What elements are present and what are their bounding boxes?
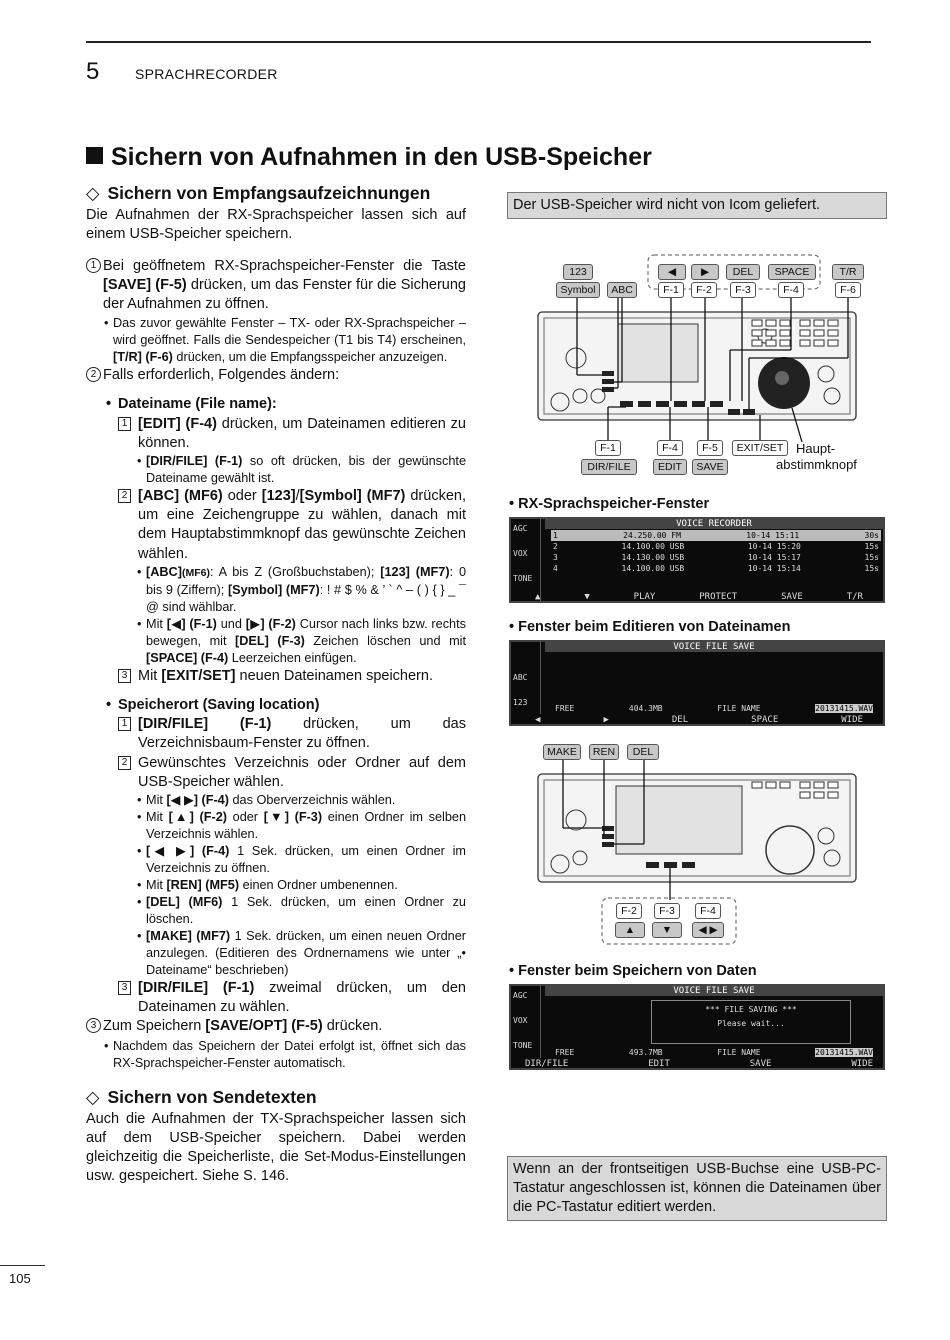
filename-step-1-note: [DIR/FILE] (F-1) so oft drücken, bis der…: [134, 453, 466, 487]
key-down-arrow: ▼: [652, 922, 682, 938]
saving-step-2-note-3: [◀ ▶] (F-4) 1 Sek. drücken, um einen Ord…: [134, 843, 466, 877]
radio-illustration: [537, 254, 857, 443]
key-f4-2: F-4: [695, 903, 721, 919]
key-left-arrow: ◀: [658, 264, 686, 280]
diamond-icon: ◇: [86, 183, 100, 203]
tx-text: Auch die Aufnahmen der TX-Sprachspeicher…: [86, 1110, 466, 1185]
saving-step-1: 1[DIR/FILE] (F-1) drücken, um das Verzei…: [86, 715, 466, 753]
rx-screen-caption: • RX-Sprachspeicher-Fenster: [509, 496, 710, 512]
key-left-right-arrow: ◀ ▶: [692, 922, 724, 938]
key-f3: F-3: [730, 282, 756, 298]
knob-label-1: Haupt-: [796, 441, 836, 456]
saving-step-2-note-1: Mit [◀ ▶] (F-4) das Oberverzeichnis wähl…: [134, 792, 466, 809]
filename-heading: Dateiname (File name):: [86, 395, 466, 414]
key-f4: F-4: [778, 282, 804, 298]
key-save: SAVE: [692, 459, 728, 475]
square-bullet-icon: [86, 147, 103, 164]
key-dir-file: DIR/FILE: [581, 459, 637, 475]
key-del: DEL: [726, 264, 760, 280]
saving-step-2-note-4: Mit [REN] (MF5) einen Ordner umbenennen.: [134, 877, 466, 894]
step-3-note: Nachdem das Speichern der Datei erfolgt …: [101, 1038, 466, 1072]
tx-subtitle: ◇Sichern von Sendetexten: [86, 1086, 317, 1107]
key-f6: F-6: [835, 282, 861, 298]
key-f3-2: F-3: [654, 903, 680, 919]
key-abc: ABC: [607, 282, 637, 298]
left-column: ◇Sichern von Empfangsaufzeichnungen Die …: [86, 183, 466, 1199]
knob-label-2: abstimmknopf: [776, 457, 857, 472]
key-right-arrow: ▶: [691, 264, 719, 280]
key-f1: F-1: [658, 282, 684, 298]
filename-step-2: 2[ABC] (MF6) oder [123]/[Symbol] (MF7) d…: [86, 487, 466, 564]
page-number-rule: [0, 1265, 45, 1266]
key-edit: EDIT: [653, 459, 687, 475]
key-123: 123: [563, 264, 593, 280]
key-tr: T/R: [832, 264, 864, 280]
key-ren: REN: [589, 744, 619, 760]
key-f2-2: F-2: [616, 903, 642, 919]
key-make: MAKE: [543, 744, 581, 760]
step-1: 1 Bei geöffnetem RX-Sprachspeicher-Fenst…: [86, 257, 466, 315]
filename-step-1: 1[EDIT] (F-4) drücken, um Dateinamen edi…: [86, 415, 466, 453]
saving-step-2-note-2: Mit [▲] (F-2) oder [▼] (F-3) einen Ordne…: [134, 809, 466, 843]
filename-step-2-note-2: Mit [◀] (F-1) und [▶] (F-2) Cursor nach …: [134, 616, 466, 667]
key-f2: F-2: [691, 282, 717, 298]
rx-subtitle: ◇Sichern von Empfangsaufzeichnungen: [86, 183, 431, 203]
header-rule: [86, 41, 871, 43]
diamond-icon: ◇: [86, 1086, 100, 1107]
save-screen-caption: • Fenster beim Speichern von Daten: [509, 963, 757, 979]
rx-intro: Die Aufnahmen der RX-Sprachspeicher lass…: [86, 207, 466, 243]
key-space: SPACE: [768, 264, 816, 280]
chapter-title: SPRACHRECORDER: [135, 66, 278, 82]
key-del-2: DEL: [627, 744, 659, 760]
note-top: Der USB-Speicher wird nicht von Icom gel…: [507, 192, 887, 219]
key-exit-set: EXIT/SET: [732, 440, 788, 456]
saving-location-heading: Speicherort (Saving location): [86, 696, 466, 715]
section-title: Sichern von Aufnahmen in den USB-Speiche…: [86, 143, 652, 172]
saving-step-2-note-6: [MAKE] (MF7) 1 Sek. drücken, um einen ne…: [134, 928, 466, 979]
key-f1-bottom: F-1: [595, 440, 621, 456]
key-f5-bottom: F-5: [697, 440, 723, 456]
step-1-note: Das zuvor gewählte Fenster – TX- oder RX…: [101, 315, 466, 366]
radio-illustration-2: [537, 760, 857, 945]
note-bottom: Wenn an der frontseitigen USB-Buchse ein…: [507, 1156, 887, 1221]
saving-step-2-note-5: [DEL] (MF6) 1 Sek. drücken, um einen Ord…: [134, 894, 466, 928]
filename-step-2-note-1: [ABC](MF6): A bis Z (Großbuchstaben); [1…: [134, 564, 466, 616]
edit-screen-caption: • Fenster beim Editieren von Dateinamen: [509, 619, 791, 635]
step-3: 3 Zum Speichern [SAVE/OPT] (F-5) drücken…: [86, 1017, 466, 1036]
chapter-number: 5: [86, 58, 100, 85]
radio-figure-2: MAKE REN DEL F-2 F-3 F-4 ▲ ▼ ◀ ▶: [520, 740, 880, 950]
key-up-arrow: ▲: [615, 922, 645, 938]
saving-step-3: 3[DIR/FILE] (F-1) zweimal drücken, um de…: [86, 979, 466, 1017]
key-f4-bottom: F-4: [657, 440, 683, 456]
radio-figure-1: 123 Symbol ABC ◀ ▶ DEL SPACE T/R F-1 F-2…: [520, 250, 880, 482]
step-2: 2 Falls erforderlich, Folgendes ändern:: [86, 366, 466, 385]
key-symbol: Symbol: [556, 282, 600, 298]
page-number: 105: [9, 1271, 31, 1286]
